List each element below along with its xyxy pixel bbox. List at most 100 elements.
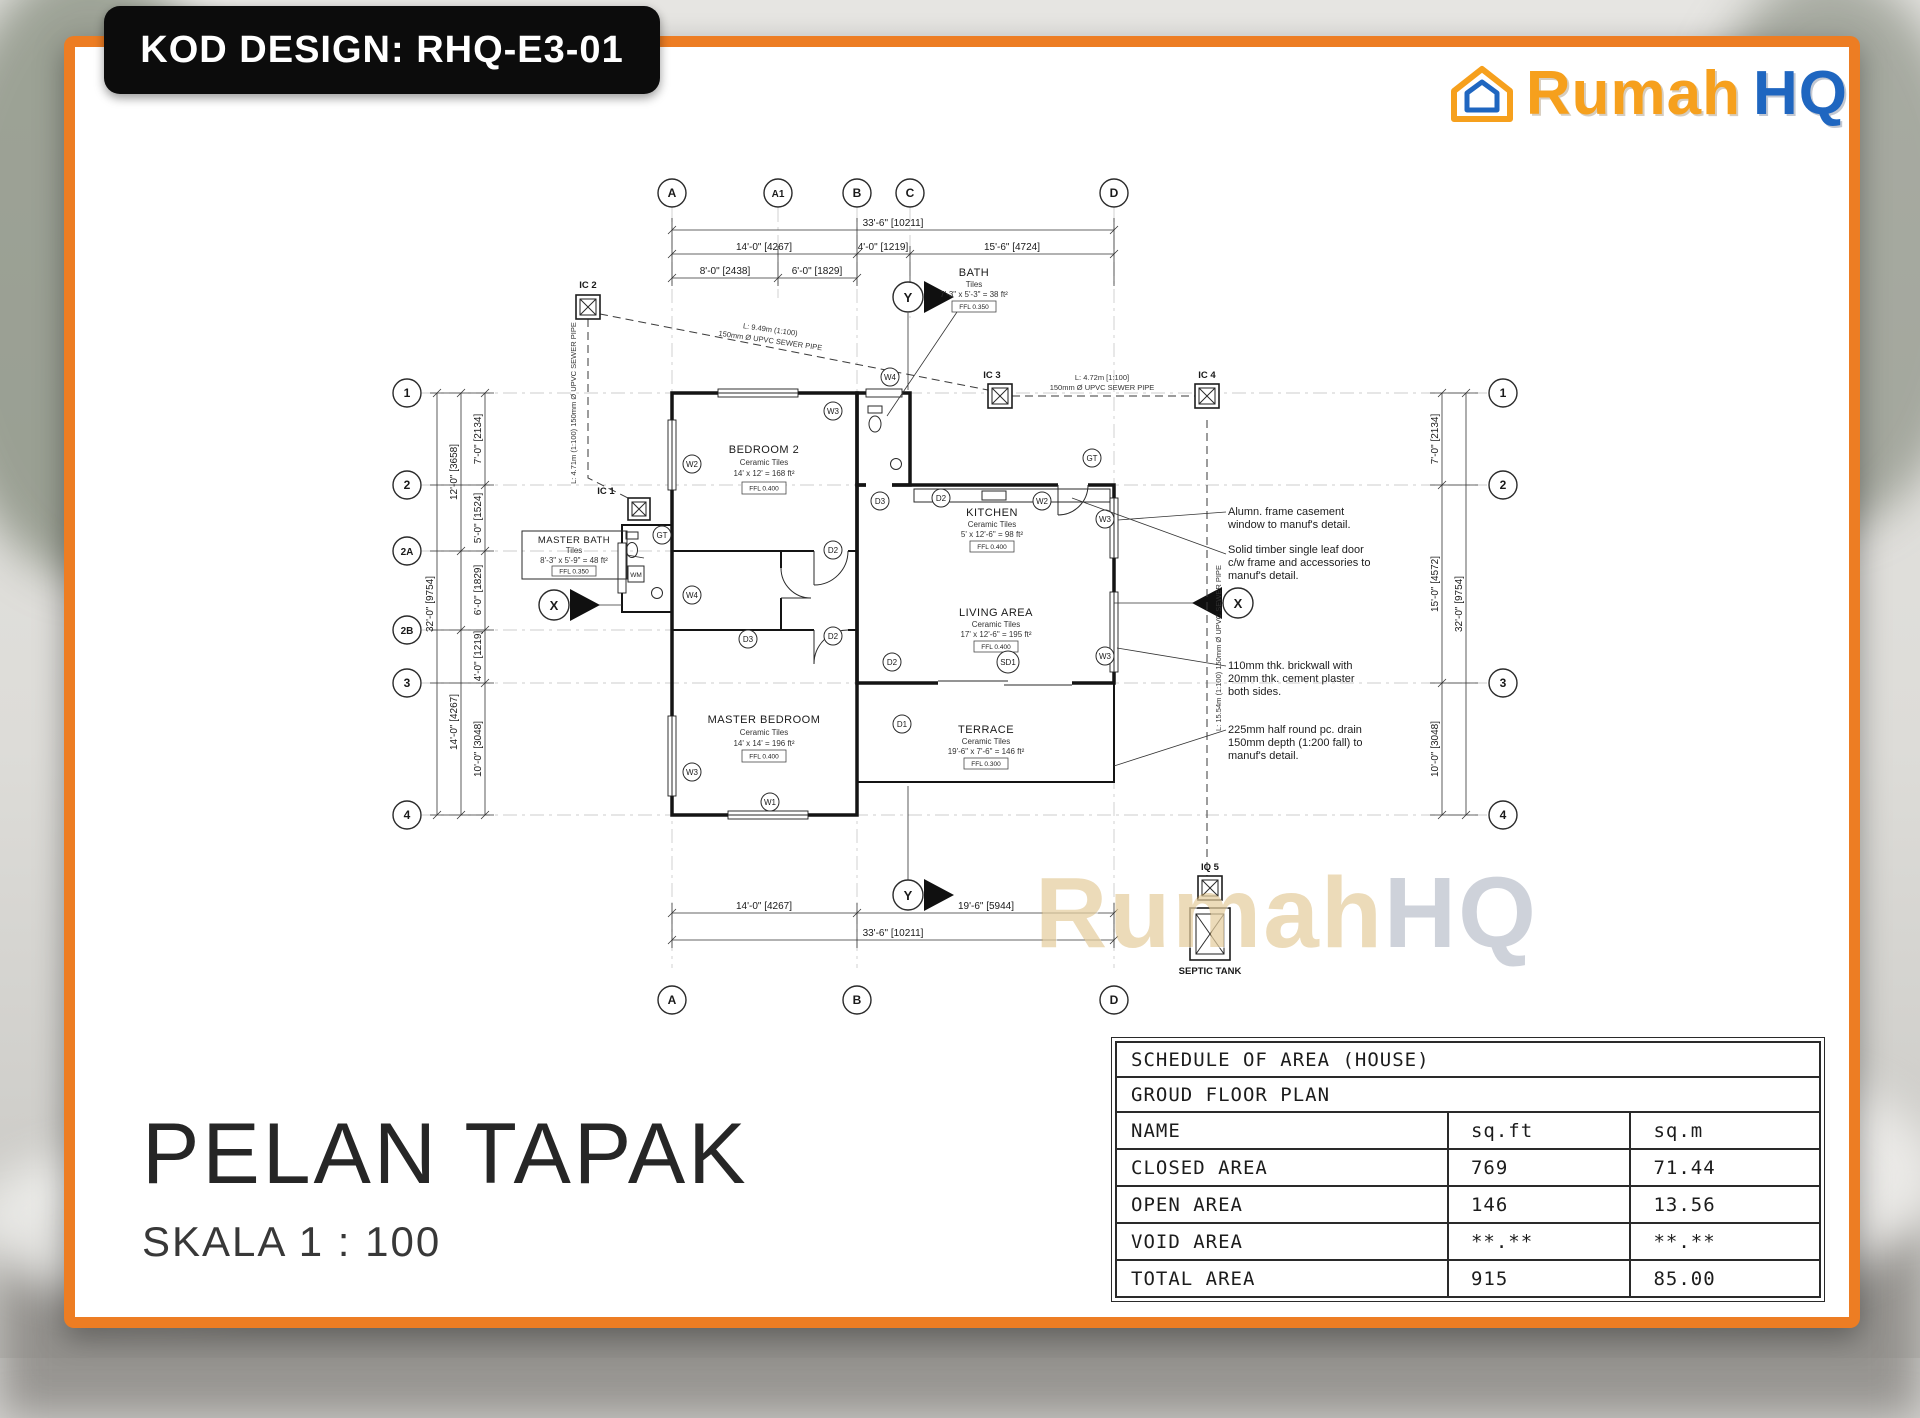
svg-text:15'-0" [4572]: 15'-0" [4572] <box>1430 556 1441 612</box>
svg-text:4'-0" [1219]: 4'-0" [1219] <box>473 631 484 682</box>
scale-label: SKALA 1 : 100 <box>142 1218 749 1266</box>
floor-plan-drawing: A A1 B C D A B D 1 2 2A 2B 3 4 1 2 3 4 <box>382 168 1552 1018</box>
svg-text:19'-6" [5944]: 19'-6" [5944] <box>958 901 1014 912</box>
svg-text:GT: GT <box>656 531 667 540</box>
ic3-marker: IC 3 <box>983 370 1012 408</box>
room-label-bedroom2: BEDROOM 2 Ceramic Tiles 14' x 12' = 168 … <box>729 444 800 494</box>
plan-note-brickwall: 110mm thk. brickwall with 20mm thk. ceme… <box>1228 660 1368 699</box>
grid-bubbles-top: A A1 B C D <box>658 179 1128 207</box>
svg-text:14' x 12' = 168 ft²: 14' x 12' = 168 ft² <box>733 469 794 478</box>
svg-text:GT: GT <box>1086 454 1097 463</box>
svg-text:2: 2 <box>404 478 411 492</box>
svg-text:Ceramic Tiles: Ceramic Tiles <box>962 737 1010 746</box>
svg-text:D2: D2 <box>828 632 839 641</box>
svg-text:Tiles: Tiles <box>966 280 983 289</box>
table-row: OPEN AREA 146 13.56 <box>1117 1185 1819 1222</box>
title-block: PELAN TAPAK SKALA 1 : 100 <box>142 1105 749 1266</box>
table-row: VOID AREA **.** **.** <box>1117 1222 1819 1259</box>
svg-text:4: 4 <box>1500 808 1507 822</box>
svg-text:D3: D3 <box>875 497 886 506</box>
svg-text:Ceramic Tiles: Ceramic Tiles <box>740 458 788 467</box>
svg-text:32'-0" [9754]: 32'-0" [9754] <box>425 576 436 632</box>
svg-text:W1: W1 <box>764 798 777 807</box>
row-sqm: 85.00 <box>1629 1261 1819 1296</box>
svg-text:12'-0" [3658]: 12'-0" [3658] <box>449 444 460 500</box>
plan-note-window: Alumn. frame casement window to manuf's … <box>1228 506 1380 532</box>
svg-text:2: 2 <box>1500 478 1507 492</box>
svg-text:3: 3 <box>1500 676 1507 690</box>
room-label-living: LIVING AREA Ceramic Tiles 17' x 12'-6" =… <box>959 607 1033 652</box>
svg-text:10'-0" [3048]: 10'-0" [3048] <box>473 721 484 777</box>
svg-text:Y: Y <box>904 888 913 903</box>
plan-note-drain: 225mm half round pc. drain 150mm depth (… <box>1228 724 1368 763</box>
svg-text:D2: D2 <box>828 546 839 555</box>
note-leaders <box>1072 498 1226 766</box>
row-sqm: **.** <box>1629 1224 1819 1259</box>
dimensions-left: 7'-0" [2134] 5'-0" [1524] 6'-0" [1829] 4… <box>425 389 494 819</box>
svg-text:1: 1 <box>1500 386 1507 400</box>
svg-text:5' x 12'-6" = 98 ft²: 5' x 12'-6" = 98 ft² <box>961 530 1023 539</box>
svg-text:D2: D2 <box>887 658 898 667</box>
svg-text:6'-0" [1829]: 6'-0" [1829] <box>473 565 484 616</box>
row-sqft: 146 <box>1447 1187 1630 1222</box>
svg-text:14' x 14' = 196 ft²: 14' x 14' = 196 ft² <box>733 739 794 748</box>
svg-text:D3: D3 <box>743 635 754 644</box>
svg-text:FFL 0.400: FFL 0.400 <box>749 486 779 493</box>
room-label-kitchen: KITCHEN Ceramic Tiles 5' x 12'-6" = 98 f… <box>961 507 1023 552</box>
svg-text:A: A <box>668 186 677 200</box>
svg-text:D2: D2 <box>936 494 947 503</box>
sewer-pipes: L: 9.49m (1:100) 150mm Ø UPVC SEWER PIPE… <box>569 314 1223 876</box>
row-sqft: 915 <box>1447 1261 1630 1296</box>
dimensions-top: 33'-6" [10211] 14'-0" [4267] 4'-0" [1219… <box>668 218 1118 286</box>
svg-text:14'-0" [4267]: 14'-0" [4267] <box>449 694 460 750</box>
svg-text:SEPTIC TANK: SEPTIC TANK <box>1179 966 1242 977</box>
row-sqft: **.** <box>1447 1224 1630 1259</box>
svg-text:1: 1 <box>404 386 411 400</box>
svg-text:BEDROOM 2: BEDROOM 2 <box>729 444 800 456</box>
svg-text:FFL 0.400: FFL 0.400 <box>981 644 1011 651</box>
svg-text:SD1: SD1 <box>1000 658 1016 667</box>
dimensions-bottom: 14'-0" [4267] 19'-6" [5944] 33'-6" [1021… <box>668 901 1118 948</box>
svg-text:4'-0" [1219]: 4'-0" [1219] <box>858 242 909 253</box>
house-logo-icon <box>1450 65 1514 123</box>
svg-text:W4: W4 <box>686 591 699 600</box>
svg-text:FFL 0.350: FFL 0.350 <box>959 304 989 311</box>
grid-bubbles-left: 1 2 2A 2B 3 4 <box>393 379 421 829</box>
section-marker-y-bottom: Y <box>893 786 954 911</box>
svg-text:Y: Y <box>904 290 913 305</box>
svg-text:X: X <box>1234 596 1243 611</box>
row-name: OPEN AREA <box>1117 1187 1447 1222</box>
ic1-marker: IC 1 <box>597 486 650 520</box>
dimensions-right: 7'-0" [2134] 15'-0" [4572] 10'-0" [3048]… <box>1430 389 1478 819</box>
svg-text:10'-0" [3048]: 10'-0" [3048] <box>1430 721 1441 777</box>
svg-text:LIVING AREA: LIVING AREA <box>959 607 1033 619</box>
svg-text:A1: A1 <box>772 189 785 200</box>
room-label-terrace: TERRACE Ceramic Tiles 19'-6" x 7'-6" = 1… <box>948 724 1025 769</box>
svg-text:7'-0" [2134]: 7'-0" [2134] <box>473 414 484 465</box>
plan-note-door: Solid timber single leaf door c/w frame … <box>1228 544 1380 583</box>
svg-text:A: A <box>668 993 677 1007</box>
svg-text:D: D <box>1110 993 1119 1007</box>
svg-text:3: 3 <box>404 676 411 690</box>
svg-text:IQ 5: IQ 5 <box>1201 862 1220 873</box>
svg-text:W4: W4 <box>884 373 897 382</box>
svg-text:B: B <box>853 186 862 200</box>
schedule-header-sqm: sq.m <box>1629 1113 1819 1148</box>
table-row: CLOSED AREA 769 71.44 <box>1117 1148 1819 1185</box>
component-tags: W1 W2 W2 W3 W3 W3 W3 W4 W4 D1 D2 D2 D2 D… <box>653 368 1114 811</box>
svg-text:8'-3" x 5'-9" = 48 ft²: 8'-3" x 5'-9" = 48 ft² <box>540 556 608 565</box>
svg-text:X: X <box>550 598 559 613</box>
svg-text:MASTER BATH: MASTER BATH <box>538 535 610 546</box>
svg-text:L: 15.54m (1:100) 150mm Ø UPVC: L: 15.54m (1:100) 150mm Ø UPVC SEWER PIP… <box>1214 565 1223 731</box>
svg-text:W3: W3 <box>1099 515 1112 524</box>
svg-text:33'-6" [10211]: 33'-6" [10211] <box>863 928 924 939</box>
svg-text:2A: 2A <box>401 547 414 558</box>
row-sqft: 769 <box>1447 1150 1630 1185</box>
room-label-master-bedroom: MASTER BEDROOM Ceramic Tiles 14' x 14' =… <box>708 714 821 762</box>
schedule-of-area-table: SCHEDULE OF AREA (HOUSE) GROUD FLOOR PLA… <box>1115 1041 1821 1298</box>
svg-text:W3: W3 <box>686 768 699 777</box>
page-title: PELAN TAPAK <box>142 1105 749 1204</box>
svg-text:Ceramic Tiles: Ceramic Tiles <box>740 728 788 737</box>
svg-text:C: C <box>906 186 915 200</box>
